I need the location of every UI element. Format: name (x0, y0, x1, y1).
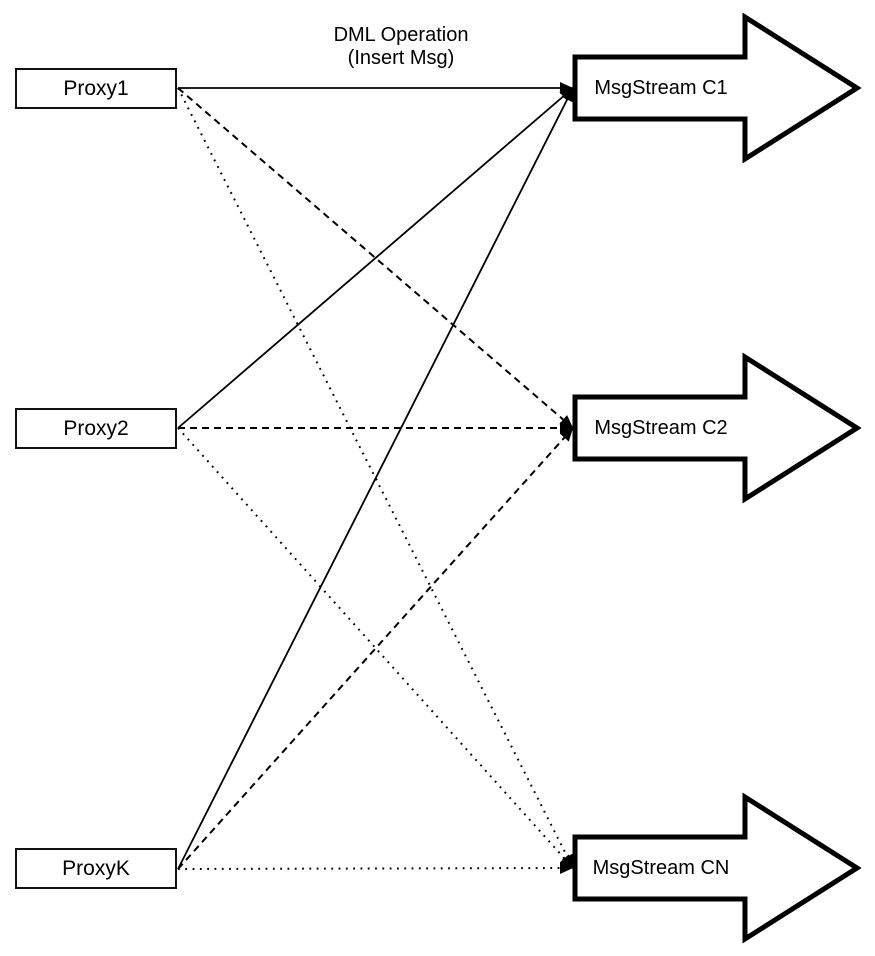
node-proxy2-label: Proxy2 (63, 416, 129, 440)
diagram-title: DML Operation (Insert Msg) (256, 24, 546, 70)
msgstream-c1-label: MsgStream C1 (594, 76, 728, 99)
node-proxyk-label: ProxyK (62, 856, 130, 880)
diagram-title-line2: (Insert Msg) (347, 47, 455, 69)
block-arrow-msgstream-c2 (572, 352, 862, 504)
block-arrow-msgstream-cn (572, 792, 862, 944)
node-proxy2: Proxy2 (15, 408, 177, 449)
edge-proxy2-to-c1 (177, 87, 574, 429)
edge-proxyk-to-c1 (177, 87, 574, 870)
node-proxyk: ProxyK (15, 848, 177, 889)
edge-proxyk-to-c2 (177, 427, 574, 870)
msgstream-cn-label: MsgStream CN (592, 856, 730, 879)
node-proxy1: Proxy1 (15, 68, 177, 109)
msgstream-c2-label: MsgStream C2 (594, 416, 728, 439)
node-proxy1-label: Proxy1 (63, 76, 129, 100)
edge-proxy1-to-c2 (177, 87, 574, 429)
edge-proxyk-to-cn (177, 862, 574, 875)
block-arrow-msgstream-c1 (572, 12, 862, 164)
proxy-to-stream-edges (177, 82, 574, 875)
diagram-title-line1: DML Operation (333, 24, 469, 46)
